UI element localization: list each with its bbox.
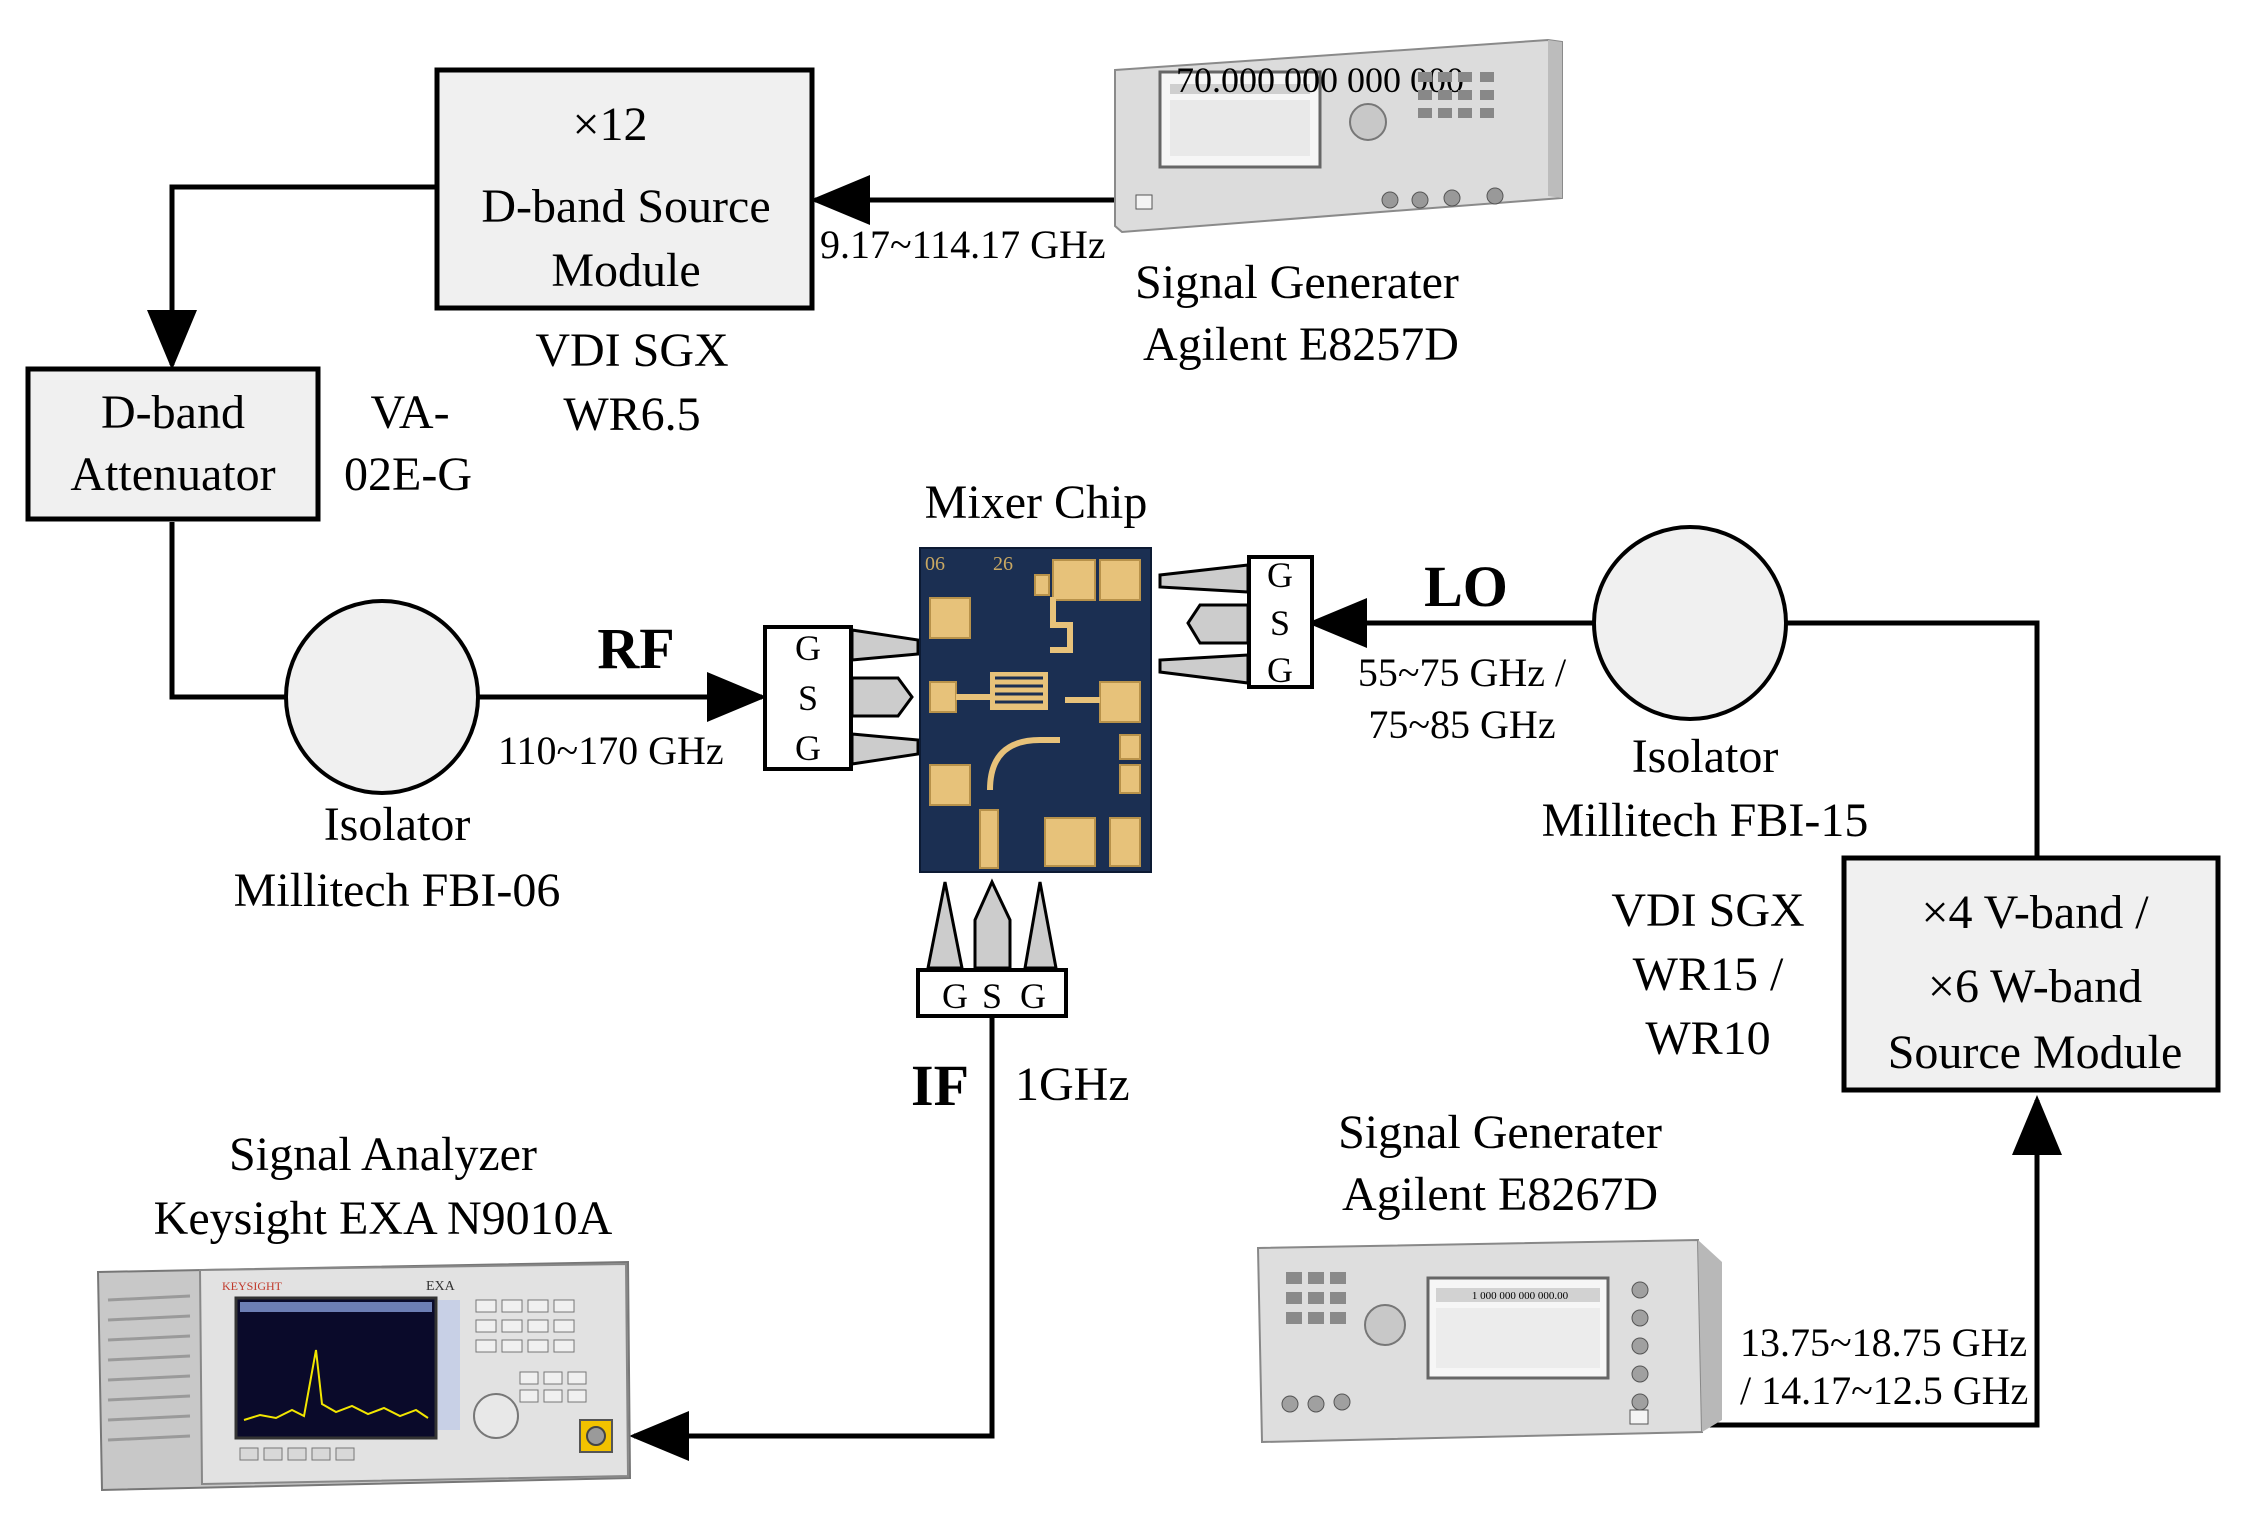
multiplier-lo-model-line1: VDI SGX bbox=[1611, 884, 1804, 937]
lo-label: LO bbox=[1424, 554, 1508, 619]
multiplier-lo-model-line2: WR15 / bbox=[1633, 948, 1784, 1001]
attenuator-box bbox=[25, 366, 321, 522]
sig-analyzer-instrument-image: KEYSIGHT EXA bbox=[96, 1260, 632, 1492]
svg-text:EXA: EXA bbox=[426, 1279, 456, 1294]
if-probe-body bbox=[916, 968, 1068, 1018]
svg-text:G: G bbox=[1020, 976, 1046, 1016]
multiplier-top-name-line2: Module bbox=[551, 244, 700, 297]
lo-probe-body bbox=[1247, 555, 1314, 689]
isolator-rf-block: Isolator Millitech FBI-06 bbox=[234, 599, 561, 917]
svg-text:70.000 000 000 000: 70.000 000 000 000 bbox=[1176, 60, 1464, 100]
svg-text:S: S bbox=[1270, 603, 1290, 643]
svg-text:G: G bbox=[1267, 555, 1293, 595]
lo-freq-line2: 75~85 GHz bbox=[1368, 702, 1555, 747]
rf-freq: 110~170 GHz bbox=[498, 728, 724, 773]
multiplier-lo-name-line1: ×4 V-band / bbox=[1921, 886, 2149, 939]
if-line bbox=[629, 1017, 995, 1461]
multiplier-top-model-line1: VDI SGX bbox=[535, 324, 728, 377]
rf-probe-body bbox=[763, 625, 853, 771]
if-probe: G S G bbox=[916, 878, 1068, 1018]
svg-text:S: S bbox=[982, 976, 1002, 1016]
sig-gen-top-freq: 9.17~114.17 GHz bbox=[820, 222, 1106, 267]
isolator-lo-block: Isolator Millitech FBI-15 bbox=[1542, 525, 1869, 847]
sig-gen-lo-freq-line2: / 14.17~12.5 GHz bbox=[1740, 1368, 2028, 1413]
multiplier-top-box bbox=[434, 67, 815, 311]
multiplier-lo-name-line2: ×6 W-band bbox=[1928, 960, 2142, 1013]
isolator-rf-circle bbox=[284, 599, 480, 795]
svg-text:26: 26 bbox=[993, 553, 1013, 575]
sig-gen-lo-instrument-image: 1 000 000 000 000.00 bbox=[1256, 1238, 1722, 1444]
sig-analyzer-title-line2: Keysight EXA N9010A bbox=[154, 1192, 613, 1245]
sig-gen-top: 70.000 000 000 000 9.17~114.17 GHz Signa… bbox=[820, 38, 1563, 371]
svg-text:G: G bbox=[795, 728, 821, 768]
svg-text:1 000 000 000 000.00: 1 000 000 000 000.00 bbox=[1472, 1290, 1569, 1302]
mixer-block: Mixer Chip 06 26 bbox=[919, 476, 1152, 873]
sig-gen-lo: Signal Generater Agilent E8267D 1 000 00… bbox=[1256, 1106, 2028, 1444]
multiplier-lo-box bbox=[1841, 855, 2221, 1093]
attenuator-name-line2: Attenuator bbox=[70, 448, 275, 501]
isolator-lo-circle bbox=[1592, 525, 1788, 721]
svg-text:G: G bbox=[795, 628, 821, 668]
sig-gen-lo-title-line1: Signal Generater bbox=[1338, 1106, 1662, 1159]
multiplier-lo-model-line3: WR10 bbox=[1645, 1012, 1770, 1065]
attenuator-model-line1: VA- bbox=[370, 386, 449, 439]
rf-probe: G S G bbox=[763, 625, 920, 771]
lo-freq-line1: 55~75 GHz / bbox=[1358, 650, 1567, 695]
attenuator-model-line2: 02E-G bbox=[344, 448, 472, 501]
sig-analyzer-title-line1: Signal Analyzer bbox=[229, 1128, 537, 1181]
sig-gen-top-instrument-image: 70.000 000 000 000 bbox=[1114, 38, 1563, 234]
multiplier-to-attenuator-line bbox=[147, 184, 437, 370]
sig-gen-lo-title-line2: Agilent E8267D bbox=[1342, 1168, 1658, 1221]
mixer-title: Mixer Chip bbox=[925, 476, 1148, 529]
sig-analyzer: Signal Analyzer Keysight EXA N9010A KEYS… bbox=[96, 1128, 632, 1492]
svg-text:KEYSIGHT: KEYSIGHT bbox=[222, 1279, 283, 1293]
lo-probe: G S G bbox=[1158, 555, 1314, 690]
svg-text:S: S bbox=[798, 678, 818, 718]
connections bbox=[147, 175, 2062, 1461]
if-freq: 1GHz bbox=[1015, 1058, 1130, 1111]
sig-gen-top-title-line1: Signal Generater bbox=[1135, 256, 1459, 309]
svg-text:06: 06 bbox=[925, 553, 945, 575]
attenuator-name-line1: D-band bbox=[101, 386, 245, 439]
multiplier-top-factor: ×12 bbox=[572, 98, 647, 151]
isolator-lo-title-line2: Millitech FBI-15 bbox=[1542, 794, 1869, 847]
svg-text:G: G bbox=[942, 976, 968, 1016]
svg-text:G: G bbox=[1267, 650, 1293, 690]
multiplier-top-block: ×12 D-band Source Module VDI SGX WR6.5 bbox=[434, 67, 815, 441]
mixer-chip-image: 06 26 bbox=[919, 547, 1152, 873]
multiplier-top-model-line2: WR6.5 bbox=[563, 388, 700, 441]
isolator-rf-title-line1: Isolator bbox=[324, 798, 471, 851]
isolator-rf-title-line2: Millitech FBI-06 bbox=[234, 864, 561, 917]
rf-label: RF bbox=[597, 616, 674, 681]
sg-lo-to-multiplier-line bbox=[1688, 1095, 2062, 1428]
sig-gen-lo-freq-line1: 13.75~18.75 GHz bbox=[1740, 1320, 2027, 1365]
sig-gen-top-title-line2: Agilent E8257D bbox=[1143, 318, 1459, 371]
multiplier-lo-block: ×4 V-band / ×6 W-band Source Module VDI … bbox=[1611, 855, 2221, 1093]
if-label: IF bbox=[911, 1053, 969, 1118]
multiplier-lo-name-line3: Source Module bbox=[1888, 1026, 2183, 1079]
multiplier-top-name-line1: D-band Source bbox=[481, 180, 770, 233]
isolator-lo-title-line1: Isolator bbox=[1632, 730, 1779, 783]
attenuator-block: D-band Attenuator VA- 02E-G bbox=[25, 366, 472, 522]
